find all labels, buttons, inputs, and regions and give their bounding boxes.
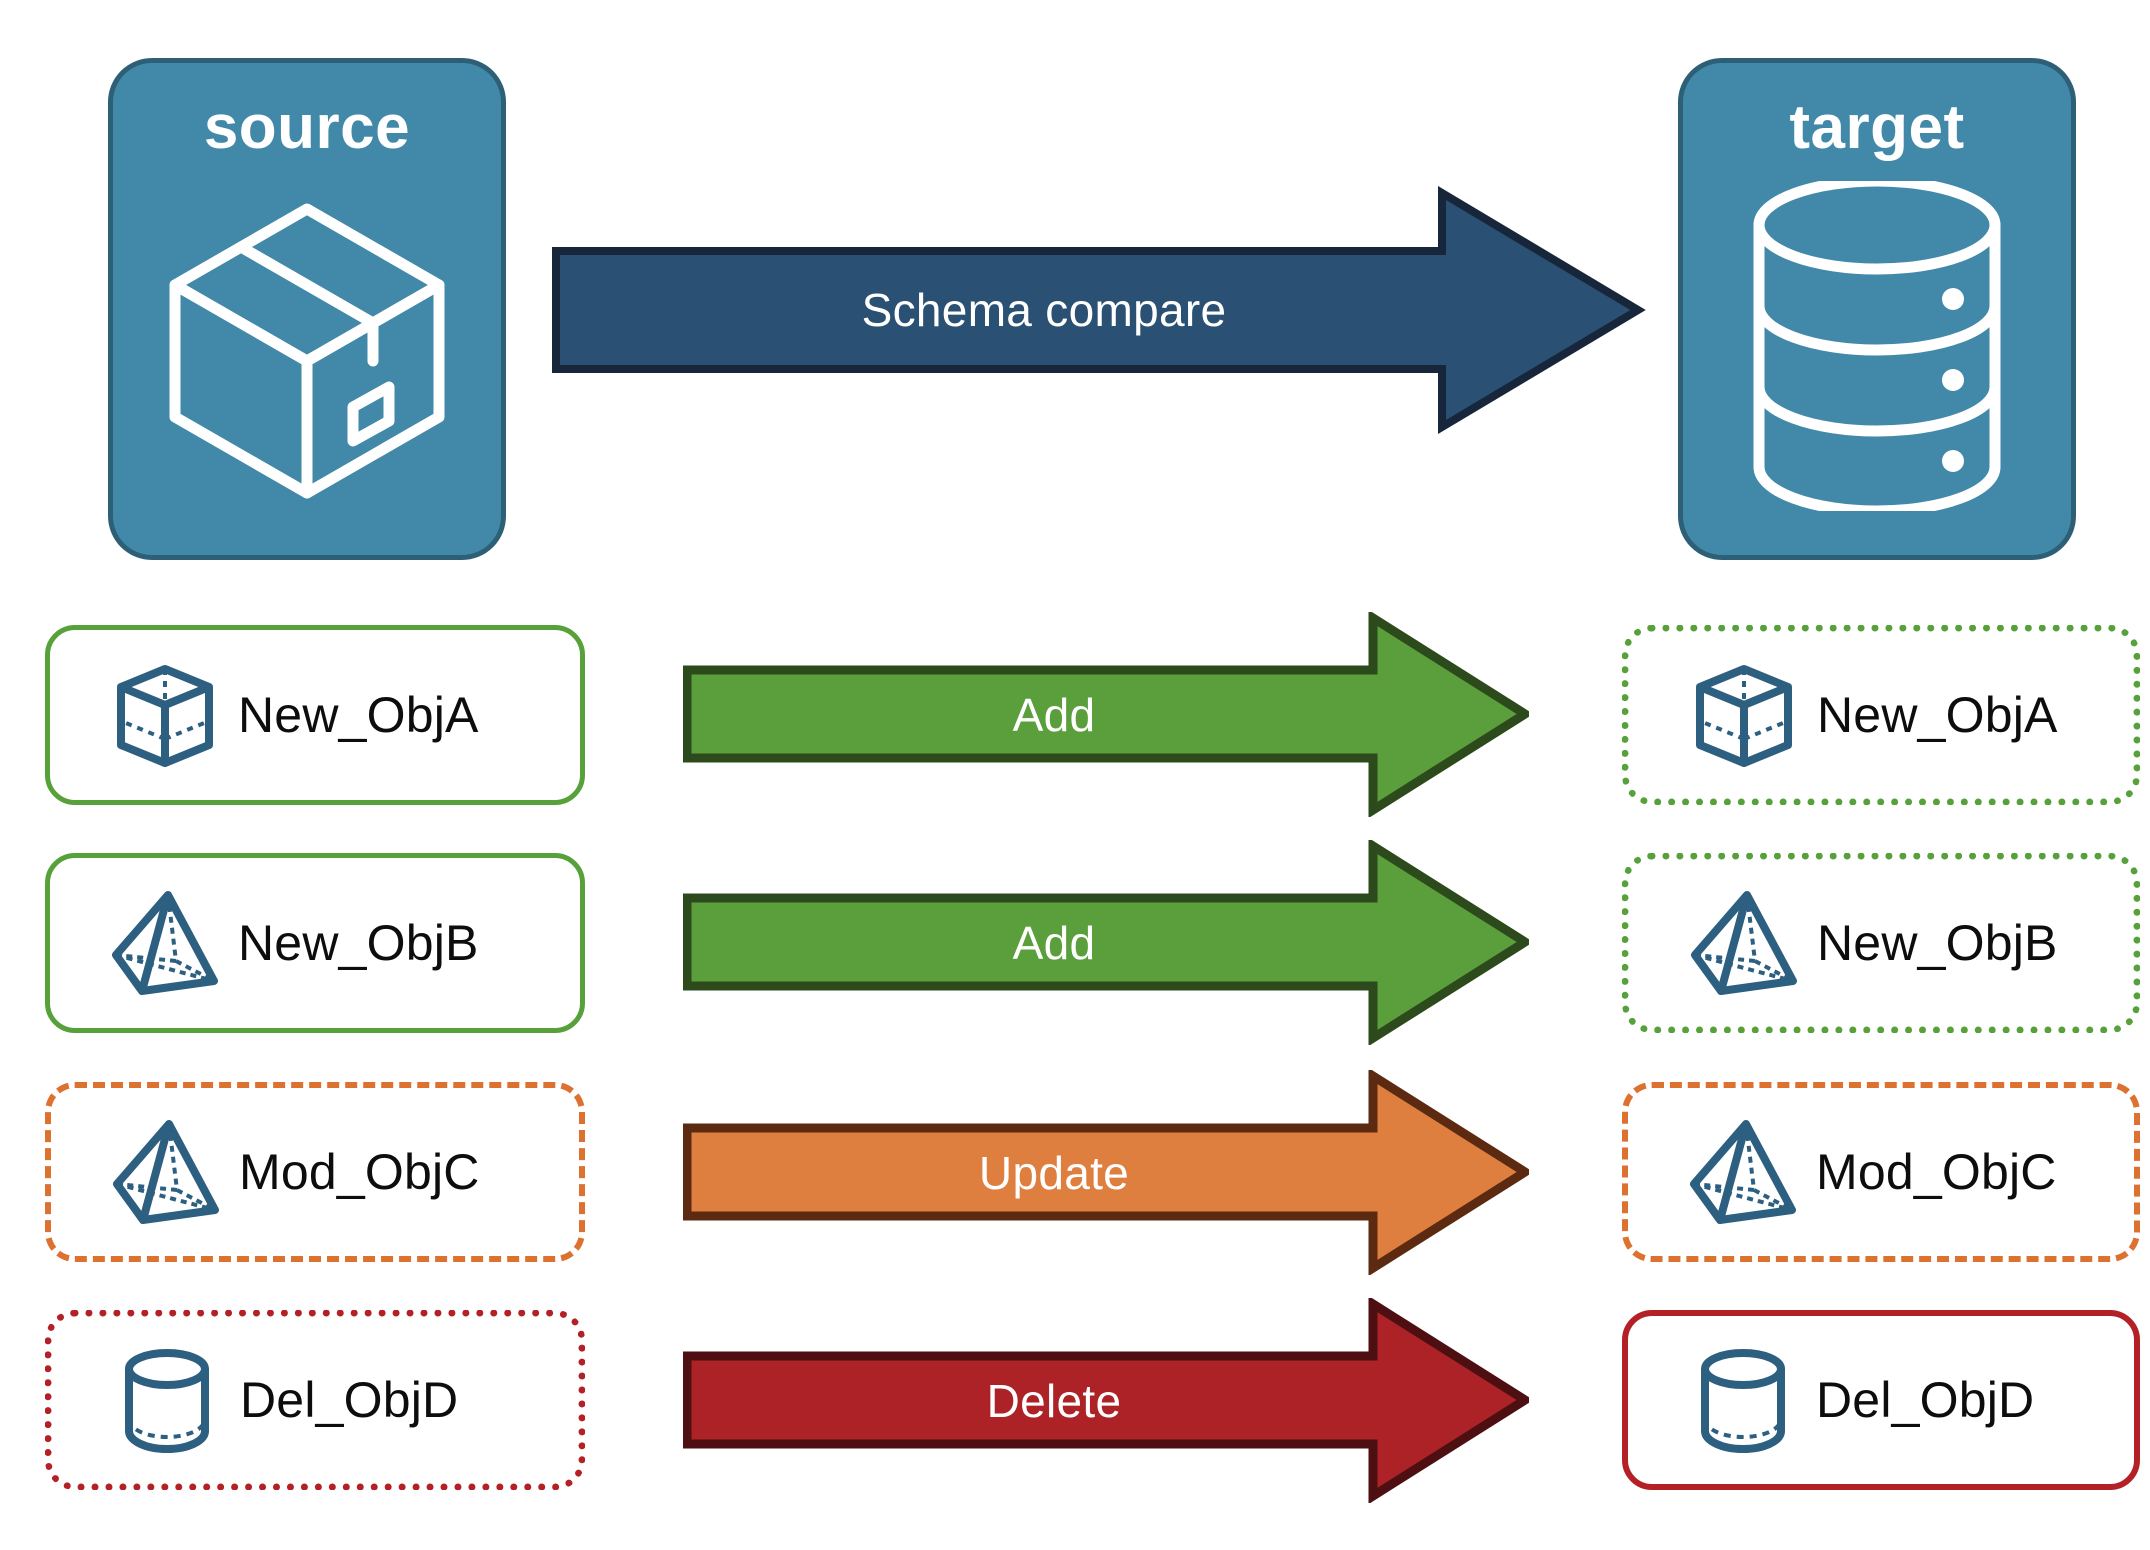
wireframe-cube-icon xyxy=(106,661,224,769)
wireframe-pyramid-icon xyxy=(1685,889,1803,997)
target-object-label: Mod_ObjC xyxy=(1816,1144,2057,1200)
source-object-label: New_ObjA xyxy=(238,687,479,743)
source-object-label: Mod_ObjC xyxy=(239,1144,480,1200)
source-object-card-mod-objc[interactable]: Mod_ObjC xyxy=(45,1082,585,1262)
action-arrow-add-1[interactable]: Add xyxy=(682,609,1534,819)
target-object-label: New_ObjA xyxy=(1817,687,2058,743)
target-object-card-new-obja[interactable]: New_ObjA xyxy=(1622,625,2140,805)
source-object-card-del-objd[interactable]: Del_ObjD xyxy=(45,1310,585,1490)
source-object-label: New_ObjB xyxy=(238,915,479,971)
source-object-card-new-objb[interactable]: New_ObjB xyxy=(45,853,585,1033)
target-object-label: Del_ObjD xyxy=(1816,1372,2035,1428)
wireframe-pyramid-icon xyxy=(107,1118,225,1226)
wireframe-pyramid-icon xyxy=(106,889,224,997)
action-arrow-delete[interactable]: Delete xyxy=(682,1295,1534,1505)
target-object-label: New_ObjB xyxy=(1817,915,2058,971)
wireframe-cube-icon xyxy=(1685,661,1803,769)
target-object-card-del-objd[interactable]: Del_ObjD xyxy=(1622,1310,2140,1490)
endpoint-label-source: source xyxy=(203,93,411,162)
package-box-icon xyxy=(157,181,457,516)
action-arrow-update[interactable]: Update xyxy=(682,1067,1534,1277)
source-object-card-new-obja[interactable]: New_ObjA xyxy=(45,625,585,805)
target-object-card-mod-objc[interactable]: Mod_ObjC xyxy=(1622,1082,2140,1262)
database-cylinder-icon xyxy=(1737,175,2017,517)
action-arrow-add-2[interactable]: Add xyxy=(682,837,1534,1047)
wireframe-cylinder-icon xyxy=(108,1347,226,1453)
endpoint-label-target: target xyxy=(1789,93,1965,162)
endpoint-card-target[interactable]: target xyxy=(1678,58,2076,560)
endpoint-card-source[interactable]: source xyxy=(108,58,506,560)
wireframe-cylinder-icon xyxy=(1684,1347,1802,1453)
schema-compare-arrow[interactable]: Schema compare xyxy=(552,185,1646,435)
source-object-label: Del_ObjD xyxy=(240,1372,459,1428)
target-object-card-new-objb[interactable]: New_ObjB xyxy=(1622,853,2140,1033)
wireframe-pyramid-icon xyxy=(1684,1118,1802,1226)
